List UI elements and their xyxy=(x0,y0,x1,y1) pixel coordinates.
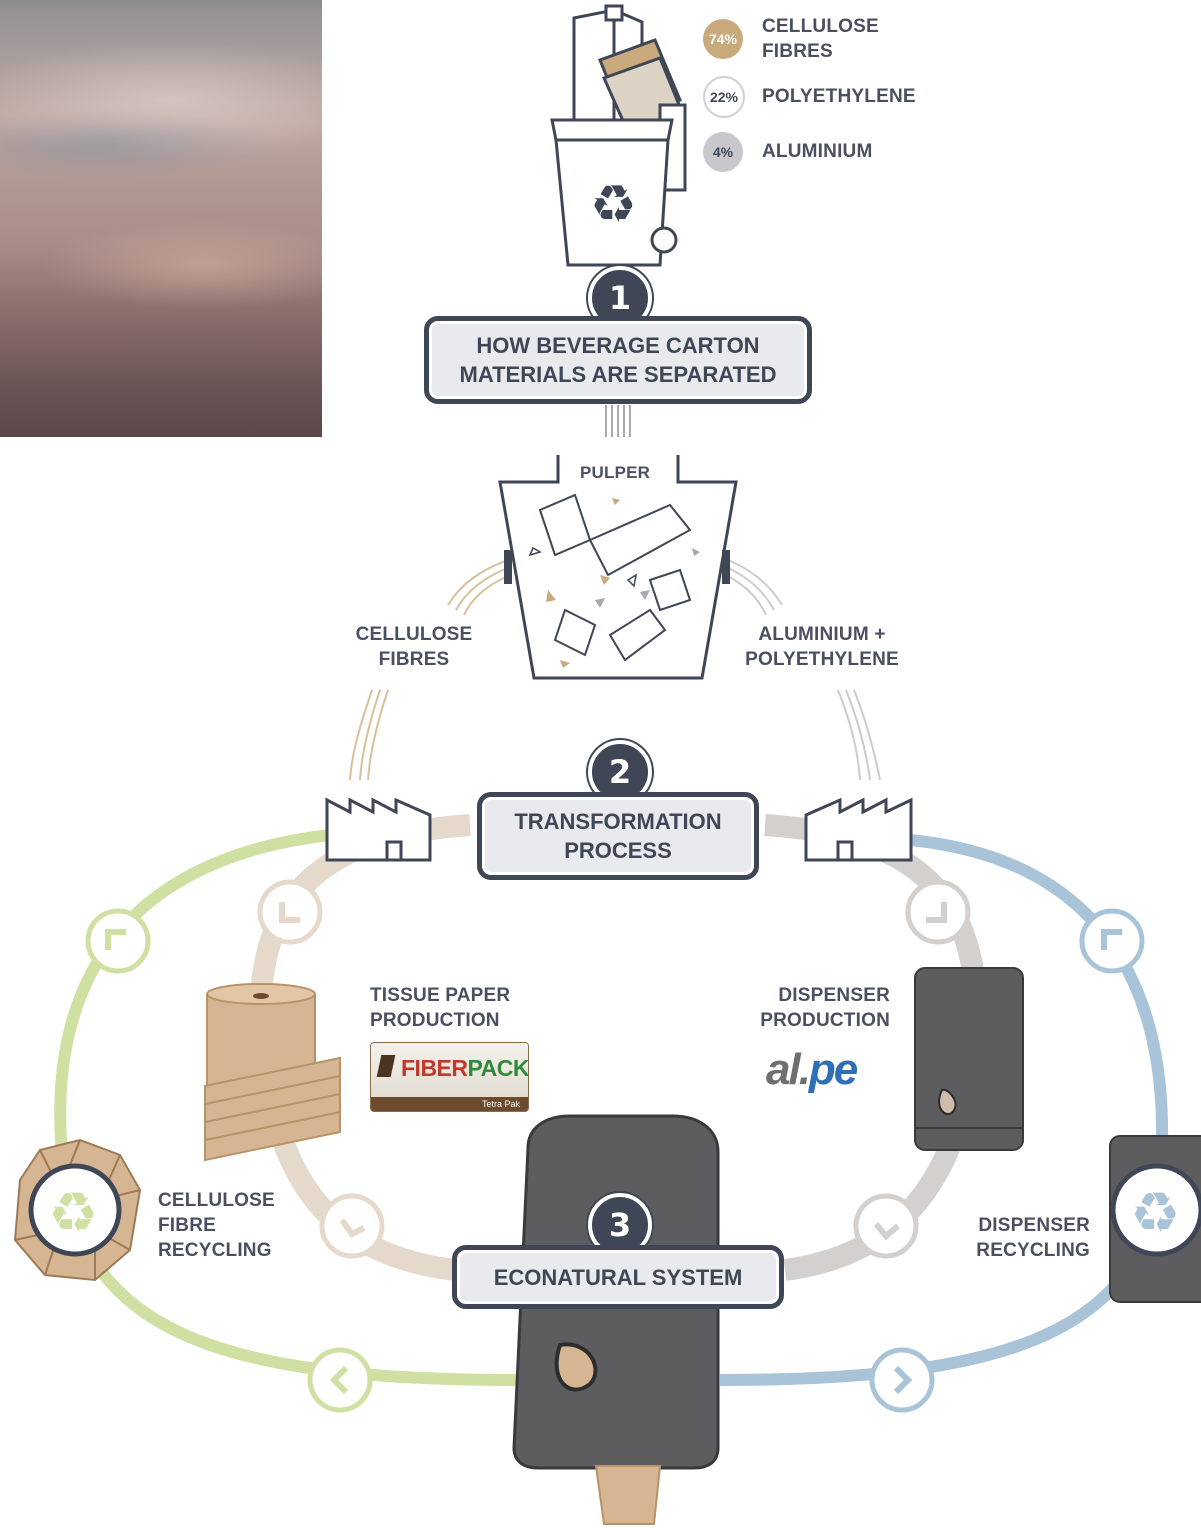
aluminium-percent-badge: 4% xyxy=(703,132,743,172)
factory-left-icon xyxy=(325,797,432,862)
recycling-left-line2: FIBRE xyxy=(158,1215,216,1236)
output-aluminium-polyethylene: ALUMINIUM + POLYETHYLENE xyxy=(744,622,900,672)
recycling-right-line1: DISPENSER xyxy=(978,1215,1090,1236)
output-right-line1: ALUMINIUM + xyxy=(758,624,886,645)
tissue-line1: TISSUE PAPER xyxy=(370,985,511,1006)
dispenser-prod-line2: PRODUCTION xyxy=(760,1010,890,1031)
cellulose-legend-text: CELLULOSE FIBRES xyxy=(762,16,879,62)
tissue-line2: PRODUCTION xyxy=(370,1010,500,1031)
output-left-line2: FIBRES xyxy=(378,649,450,670)
recycle-green-icon: ♻ xyxy=(48,1181,98,1246)
fiberpack-name-part1: FIBER xyxy=(401,1055,468,1081)
recycling-right-line2: RECYCLING xyxy=(976,1240,1090,1261)
alpe-part1: al. xyxy=(766,1045,811,1094)
recycling-bin-icon xyxy=(550,4,687,267)
alpe-part2: pe xyxy=(808,1045,858,1094)
factory-right-icon xyxy=(804,797,913,862)
cellulose-fibres-legend: CELLULOSE FIBRES xyxy=(762,14,892,64)
sky-photo xyxy=(0,0,322,437)
step-3-box: ECONATURAL SYSTEM xyxy=(452,1245,784,1309)
tissue-paper-production-label: TISSUE PAPER PRODUCTION xyxy=(370,983,510,1033)
recycle-symbol-bin-icon: ♻ xyxy=(590,175,637,235)
output-cellulose-fibres: CELLULOSE FIBRES xyxy=(352,622,476,672)
pulper-label: PULPER xyxy=(580,463,651,482)
cellulose-fibre-recycling-label: CELLULOSE FIBRE RECYCLING xyxy=(158,1188,275,1263)
tetrapak-partner: Tetra Pak xyxy=(371,1097,528,1111)
step-1-box: HOW BEVERAGE CARTON MATERIALS ARE SEPARA… xyxy=(424,316,812,404)
aluminium-legend-text: ALUMINIUM xyxy=(762,141,873,162)
step-2-title-line1: TRANSFORMATION xyxy=(514,809,722,834)
paper-roll-icon xyxy=(204,983,341,1162)
step-1-title-line2: MATERIALS ARE SEPARATED xyxy=(459,362,777,387)
recycling-left-line3: RECYCLING xyxy=(158,1240,272,1261)
step-2-box: TRANSFORMATION PROCESS xyxy=(477,792,759,880)
small-dispenser-icon xyxy=(914,967,1024,1151)
polyethylene-percent-badge: 22% xyxy=(703,76,745,118)
step-3-title: ECONATURAL SYSTEM xyxy=(493,1264,743,1290)
step-2-title-line2: PROCESS xyxy=(564,838,672,863)
polyethylene-legend-text: POLYETHYLENE xyxy=(762,86,916,107)
output-right-line2: POLYETHYLENE xyxy=(745,649,899,670)
dispenser-prod-line1: DISPENSER xyxy=(778,985,890,1006)
pulper-tank-icon xyxy=(498,455,738,680)
cellulose-percent-badge: 74% xyxy=(703,19,743,59)
output-left-line1: CELLULOSE xyxy=(355,624,473,645)
fiberpack-name-part2: PACK xyxy=(467,1055,529,1081)
fiberpack-logo: FIBERPACK Tetra Pak xyxy=(370,1042,529,1112)
recycle-blue-icon: ♻ xyxy=(1130,1181,1180,1246)
step-1-title-line1: HOW BEVERAGE CARTON xyxy=(476,333,760,358)
dispenser-recycling-label: DISPENSER RECYCLING xyxy=(955,1213,1090,1263)
fiberpack-name: FIBERPACK xyxy=(401,1055,529,1082)
alpe-logo: al.pe xyxy=(766,1045,858,1095)
arrow-badges xyxy=(85,879,1145,1413)
recycling-left-line1: CELLULOSE xyxy=(158,1190,275,1211)
big-dispenser-icon xyxy=(512,1114,720,1525)
dispenser-production-label: DISPENSER PRODUCTION xyxy=(740,983,890,1033)
